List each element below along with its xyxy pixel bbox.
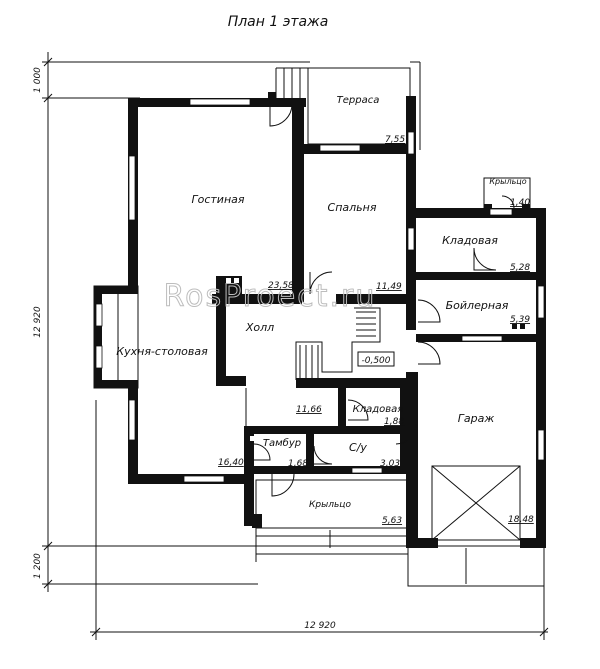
level-mark: -0,500	[361, 356, 390, 366]
dim-left-top: 1 000	[33, 67, 43, 93]
watermark: RosProect.ru	[164, 279, 377, 314]
room-name-living: Гостиная	[191, 193, 244, 206]
doors	[253, 103, 515, 497]
room-labels: Терраса 7,55 Гостиная 23,58 Спальня 11,4…	[116, 95, 534, 526]
room-name-bedroom: Спальня	[328, 201, 377, 214]
room-name-wc: С/у	[349, 441, 367, 454]
room-area-terrace: 7,55	[385, 135, 405, 145]
room-name-kitchen: Кухня-столовая	[116, 345, 208, 358]
windows	[95, 98, 545, 483]
room-name-garage: Гараж	[458, 412, 495, 425]
dimension-lines	[42, 52, 549, 640]
dim-left-bottom: 1 200	[33, 553, 43, 579]
room-name-porch: Крыльцо	[309, 500, 351, 510]
room-area-porch: 5,63	[382, 516, 402, 526]
room-area-garage: 18,48	[508, 515, 534, 525]
room-area-vestibule: 1,68	[288, 459, 308, 469]
room-area-bedroom: 11,49	[376, 282, 402, 292]
room-name-hall: Холл	[245, 321, 274, 334]
room-name-storage1: Кладовая	[442, 234, 498, 247]
room-area-hall: 11,66	[296, 405, 322, 415]
room-area-storage2: 1,88	[384, 417, 404, 427]
fixtures	[226, 278, 525, 441]
plan-title: План 1 этажа	[228, 14, 329, 30]
room-name-storage2: Кладовая	[353, 404, 404, 415]
room-area-storage1: 5,28	[510, 263, 530, 273]
room-name-vestibule: Тамбур	[263, 437, 301, 449]
room-area-wc: 3,03	[380, 459, 400, 469]
room-name-porch-top: Крыльцо	[489, 177, 526, 186]
room-area-porch-top: 1,40	[510, 198, 530, 208]
room-area-living: 23,58	[268, 281, 294, 291]
dim-left-total: 12 920	[33, 306, 43, 338]
room-area-boiler: 5,39	[510, 315, 530, 325]
room-area-kitchen: 16,40	[218, 458, 244, 468]
dim-bottom-total: 12 920	[304, 621, 336, 631]
room-name-terrace: Терраса	[337, 95, 380, 106]
room-name-boiler: Бойлерная	[446, 299, 509, 312]
